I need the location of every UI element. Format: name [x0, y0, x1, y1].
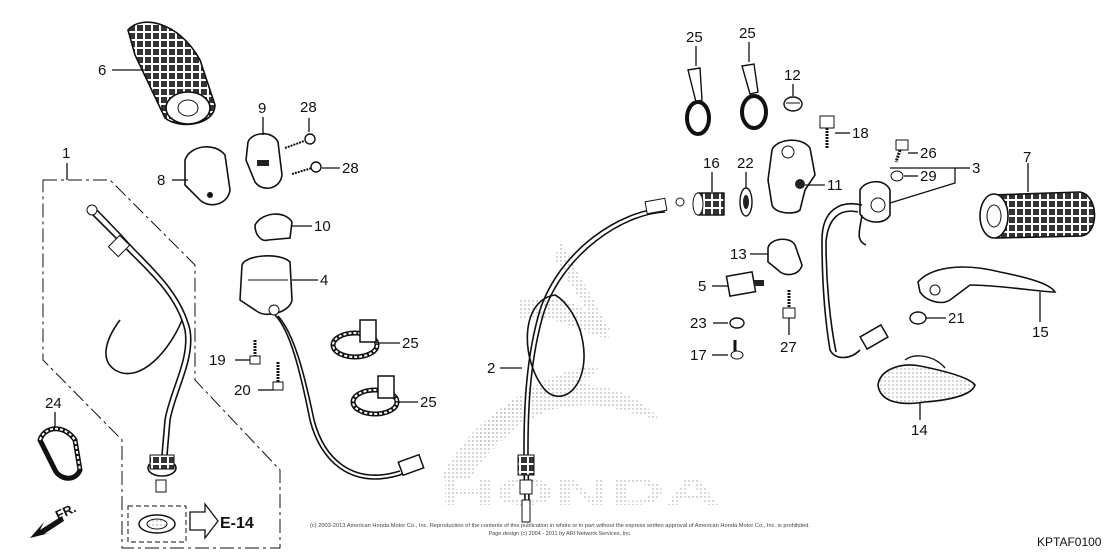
front-direction-arrow — [30, 516, 64, 538]
bolt-19 — [249, 340, 261, 365]
callout-24: 24 — [45, 395, 62, 412]
callout-7: 7 — [1023, 149, 1031, 166]
cable-band-25-c — [685, 67, 711, 136]
callout-23: 23 — [690, 315, 707, 332]
lever-guard-14 — [877, 355, 976, 405]
screw-17 — [730, 340, 744, 360]
throttle-housing-11 — [767, 139, 816, 214]
cable-band-25-b — [350, 375, 400, 417]
callout-3: 3 — [972, 160, 980, 177]
callout-13: 13 — [730, 246, 747, 263]
screw-28-upper — [284, 133, 316, 149]
callout-8: 8 — [157, 172, 165, 189]
callout-21: 21 — [948, 310, 965, 327]
brake-lever-15 — [917, 266, 1057, 304]
throttle-cable — [517, 197, 685, 523]
reference-label: E-14 — [220, 515, 254, 532]
switch-assembly-3 — [821, 180, 891, 359]
callout-28b: 28 — [342, 160, 359, 177]
callout-9: 9 — [258, 100, 266, 117]
callout-26: 26 — [920, 145, 937, 162]
diagram-code: KPTAF0100 — [1037, 535, 1102, 549]
callout-15: 15 — [1032, 324, 1049, 341]
callout-28a: 28 — [300, 99, 317, 116]
callout-17: 17 — [690, 347, 707, 364]
callout-1: 1 — [62, 145, 70, 162]
nut-21 — [909, 311, 927, 325]
bolt-27 — [782, 290, 796, 319]
bolt-20 — [272, 362, 284, 391]
switch-wire — [274, 314, 411, 480]
switch-5 — [725, 271, 764, 297]
cable-band-24 — [37, 426, 83, 481]
clutch-cable — [86, 204, 192, 493]
screw-18 — [819, 115, 835, 148]
lock-nut-22 — [739, 187, 753, 217]
clutch-holder — [184, 146, 231, 206]
callout-18: 18 — [852, 125, 869, 142]
callout-27: 27 — [780, 339, 797, 356]
callout-20: 20 — [234, 382, 251, 399]
callout-2: 2 — [487, 360, 495, 377]
washer-29 — [890, 170, 904, 182]
callout-25d: 25 — [420, 394, 437, 411]
left-grip — [127, 21, 216, 126]
front-direction-label: FR. — [53, 500, 78, 522]
callout-16: 16 — [703, 155, 720, 172]
watermark-text: HONDA — [440, 472, 720, 514]
callout-14: 14 — [911, 422, 928, 439]
callout-6: 6 — [98, 62, 106, 79]
part-1-dashed-outline — [42, 179, 281, 549]
callout-29: 29 — [920, 168, 937, 185]
copyright-line-1: (c) 2003-2013 American Honda Motor Co., … — [310, 523, 810, 529]
callout-4: 4 — [320, 272, 328, 289]
cap-12 — [783, 96, 803, 112]
cable-adjuster-16 — [692, 192, 725, 216]
callout-11: 11 — [827, 177, 843, 194]
screw-26 — [894, 139, 909, 163]
cable-band-25-a — [330, 319, 380, 360]
copyright-line-2: Page design (c) 2004 - 2011 by ARI Netwo… — [489, 531, 632, 537]
leader-3-bracket — [889, 167, 956, 204]
honda-wing-watermark — [440, 240, 660, 480]
switch-cover — [254, 213, 293, 242]
e-14-reference — [127, 502, 219, 543]
engine-stop-switch — [239, 255, 293, 316]
screw-28-lower — [291, 161, 322, 175]
callout-5: 5 — [698, 278, 706, 295]
callout-25b: 25 — [739, 25, 756, 42]
callout-22: 22 — [737, 155, 754, 172]
callout-10: 10 — [314, 218, 331, 235]
callout-25c: 25 — [402, 335, 419, 352]
washer-23 — [729, 317, 745, 329]
callout-19: 19 — [209, 352, 226, 369]
cable-band-25-d — [740, 63, 768, 130]
callout-12: 12 — [784, 67, 801, 84]
callout-25a: 25 — [686, 29, 703, 46]
right-grip — [979, 191, 1096, 239]
holder-13 — [767, 238, 803, 276]
